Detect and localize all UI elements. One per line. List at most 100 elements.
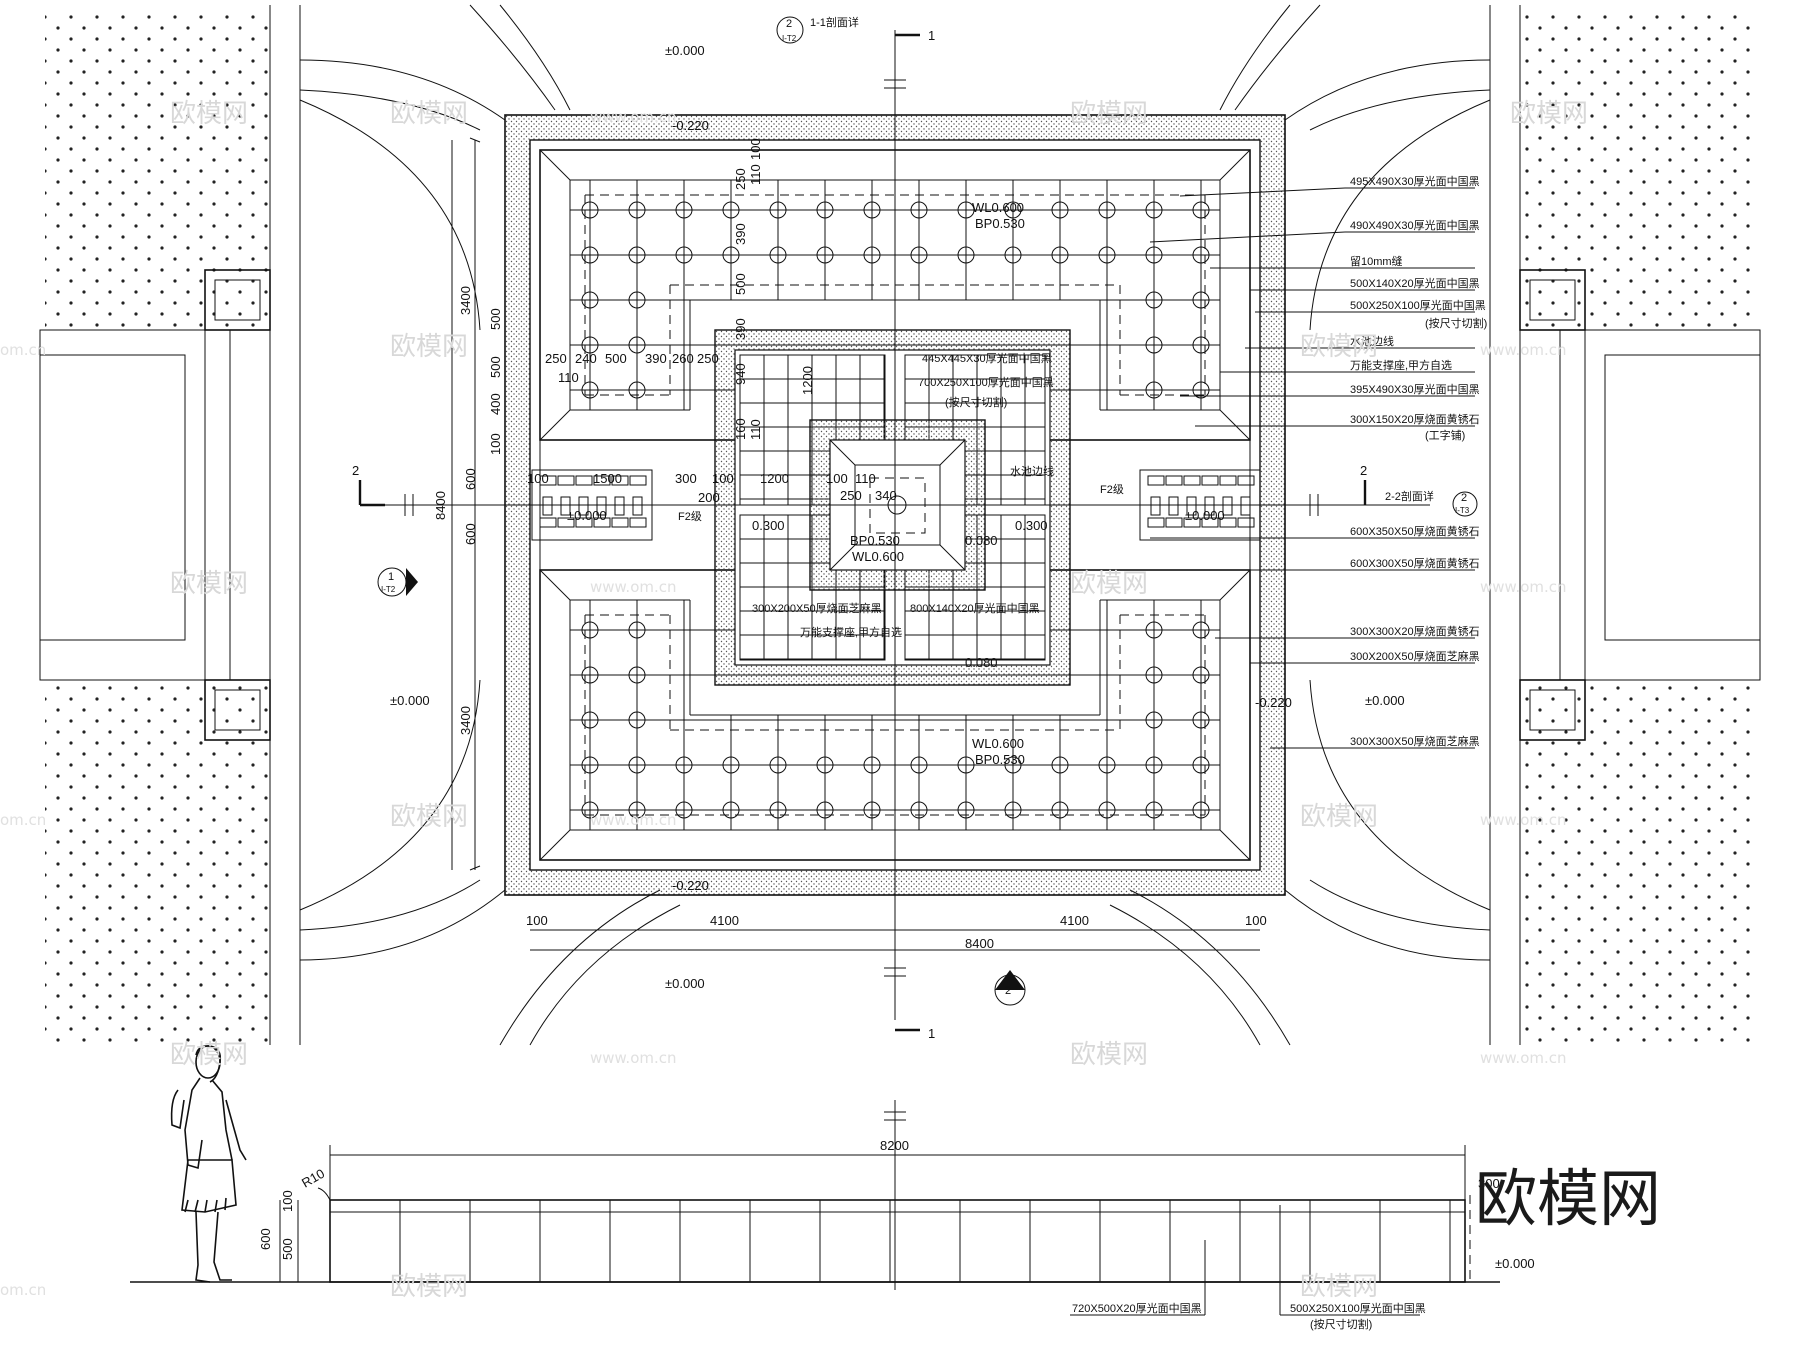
elev-ground: ±0.000 xyxy=(1495,1256,1535,1271)
center-axis-lines xyxy=(358,30,1430,1032)
svg-text:万能支撑座,甲方自选: 万能支撑座,甲方自选 xyxy=(1350,358,1452,372)
dim-240: 240 xyxy=(575,351,597,366)
watermark-url-6: www.om.cn xyxy=(1480,341,1567,359)
dimension-lines xyxy=(451,137,1260,951)
material-note-15: 300X200X50厚烧面芝麻黑 xyxy=(1250,649,1480,664)
section-1-label: 1-1剖面详 xyxy=(810,15,859,29)
human-figure-icon xyxy=(170,1045,247,1283)
dim-mid-b: 600 xyxy=(463,523,478,545)
dim-100-c: 100 xyxy=(826,471,848,486)
material-note-13: 600X300X50厚烧面黄锈石 xyxy=(1175,556,1480,571)
dim-100-b: 100 xyxy=(712,471,734,486)
elev-ground-right: ±0.000 xyxy=(1365,693,1405,708)
dim-300: 300 xyxy=(675,471,697,486)
elev-note-1: 720X500X20厚光面中国黑 xyxy=(1072,1301,1202,1315)
dim-1500: 1500 xyxy=(593,471,622,486)
dim-250-b: 250 xyxy=(697,351,719,366)
material-note-9: 395X490X30厚光面中国黑 xyxy=(1180,382,1480,397)
dim-side-bottom: 3400 xyxy=(458,706,473,735)
elev-bp-bottom: BP0.530 xyxy=(975,752,1025,767)
elev-ground-left: ±0.000 xyxy=(390,693,430,708)
dim-overall-left: 8400 xyxy=(433,491,448,520)
elev-dim-overall: 8200 xyxy=(880,1138,909,1153)
watermark-url-8: www.om.cn xyxy=(1480,811,1567,829)
dim-mid-a: 600 xyxy=(463,468,478,490)
svg-text:留10mm缝: 留10mm缝 xyxy=(1350,254,1403,268)
dim-200: 200 xyxy=(698,490,720,505)
inner-note-5: 300X200X50厚烧面芝麻黑 xyxy=(752,601,882,615)
elev-ground-sidepanel-right: ±0.000 xyxy=(1185,508,1225,523)
watermark-logo-1: 欧模网 xyxy=(170,99,248,129)
elev-wl-bottom: WL0.600 xyxy=(972,736,1024,751)
svg-text:495X490X30厚光面中国黑: 495X490X30厚光面中国黑 xyxy=(1350,174,1480,188)
dim-overall-bottom: 8400 xyxy=(965,936,994,951)
dim-1200-a: 1200 xyxy=(760,471,789,486)
elev-ground-sidepanel-left: ±0.000 xyxy=(567,508,607,523)
watermark-logo-8: 欧模网 xyxy=(1070,569,1148,599)
dim-340-a: 340 xyxy=(875,488,897,503)
inner-note-2: 700X250X100厚光面中国黑 xyxy=(918,375,1054,389)
section-1-bottom-num: 1 xyxy=(928,1026,935,1041)
detail-ref-left: I-T2 xyxy=(381,585,396,594)
dim-250-d: 250 xyxy=(733,168,748,190)
elev-300-right: 0.300 xyxy=(1015,518,1048,533)
elev-h600: 600 xyxy=(258,1228,273,1250)
material-note-10: 300X150X20厚烧面黄锈石 xyxy=(1195,412,1480,427)
elev-r10: R10 xyxy=(299,1166,327,1191)
material-note-4: 500X140X20厚光面中国黑 xyxy=(1250,276,1480,291)
watermark-url-short-3: om.cn xyxy=(0,1281,46,1299)
elev-300-left: 0.300 xyxy=(752,518,785,533)
dim-500-c: 500 xyxy=(488,308,503,330)
elev-edge-right: -0.220 xyxy=(1255,695,1292,710)
dim-400: 400 xyxy=(488,393,503,415)
detail-num-right: 2 xyxy=(1461,492,1467,504)
plan-labels: 2 I-T2 1-1剖面详 1 1 2 2 2-2剖面详 2 I-T3 1 I-… xyxy=(352,15,1478,1041)
svg-text:(工字铺): (工字铺) xyxy=(1425,428,1465,442)
watermark-url-short-2: om.cn xyxy=(0,811,46,829)
material-note-2: 490X490X30厚光面中国黑 xyxy=(1149,218,1480,243)
elev-ground-bottom: ±0.000 xyxy=(665,976,705,991)
elev-note-3: (按尺寸切割) xyxy=(1310,1317,1372,1331)
dim-110-c: 110 xyxy=(748,164,763,185)
watermark-layer: 欧模网欧模网欧模网欧模网欧模网欧模网欧模网欧模网欧模网欧模网欧模网欧模网欧模网欧… xyxy=(0,99,1588,1302)
material-note-8: 万能支撑座,甲方自选 xyxy=(1220,358,1475,373)
dim-half-left: 4100 xyxy=(710,913,739,928)
elev-h100: 100 xyxy=(280,1190,295,1212)
watermark-logo-9: 欧模网 xyxy=(390,802,468,832)
detail-num-bottom: 2 xyxy=(1005,985,1011,997)
dim-110-b: 110 xyxy=(855,471,876,486)
dim-160: 160 xyxy=(733,418,748,440)
elev-edge-bottom: -0.220 xyxy=(672,878,709,893)
svg-text:(按尺寸切割): (按尺寸切割) xyxy=(1425,316,1487,330)
watermark-logo-12: 欧模网 xyxy=(1070,1040,1148,1070)
watermark-logo-4: 欧模网 xyxy=(1510,99,1588,129)
dim-edge-left: 100 xyxy=(526,913,548,928)
elev-edge-top: -0.220 xyxy=(672,118,709,133)
dim-500-b: 500 xyxy=(733,273,748,295)
svg-text:500X250X100厚光面中国黑: 500X250X100厚光面中国黑 xyxy=(1350,298,1486,312)
svg-text:600X300X50厚烧面黄锈石: 600X300X50厚烧面黄锈石 xyxy=(1350,556,1480,570)
dim-1200-b: 1200 xyxy=(800,366,815,395)
watermark-url-short-1: om.cn xyxy=(0,341,46,359)
svg-text:300X200X50厚烧面芝麻黑: 300X200X50厚烧面芝麻黑 xyxy=(1350,649,1480,663)
inner-note-4: 水池边线 xyxy=(1010,464,1054,478)
watermark-logo-5: 欧模网 xyxy=(390,332,468,362)
dim-500-a: 500 xyxy=(605,351,627,366)
watermark-url-1: www.om.cn xyxy=(590,108,677,126)
site-outline xyxy=(39,4,1761,1046)
paving-grid-quadrants xyxy=(539,149,1251,861)
material-note-3: 留10mm缝 xyxy=(1210,254,1475,269)
dim-260: 260 xyxy=(672,351,694,366)
inner-notes: 445X445X30厚光面中国黑 700X250X100厚光面中国黑 (按尺寸切… xyxy=(752,351,1054,639)
elev-bp-top: BP0.530 xyxy=(975,216,1025,231)
svg-text:300X300X20厚烧面黄锈石: 300X300X20厚烧面黄锈石 xyxy=(1350,624,1480,638)
watermark-logo-2: 欧模网 xyxy=(390,99,468,129)
elev-ground-top: ±0.000 xyxy=(665,43,705,58)
material-note-12: 600X350X50厚烧面黄锈石 xyxy=(1150,524,1480,539)
elev-note-2: 500X250X100厚光面中国黑 xyxy=(1290,1301,1426,1315)
dim-110-d: 110 xyxy=(748,419,763,440)
section-1-top-num: 1 xyxy=(928,28,935,43)
dim-edge-right: 100 xyxy=(1245,913,1267,928)
inner-note-6: 万能支撑座,甲方自选 xyxy=(800,625,902,639)
